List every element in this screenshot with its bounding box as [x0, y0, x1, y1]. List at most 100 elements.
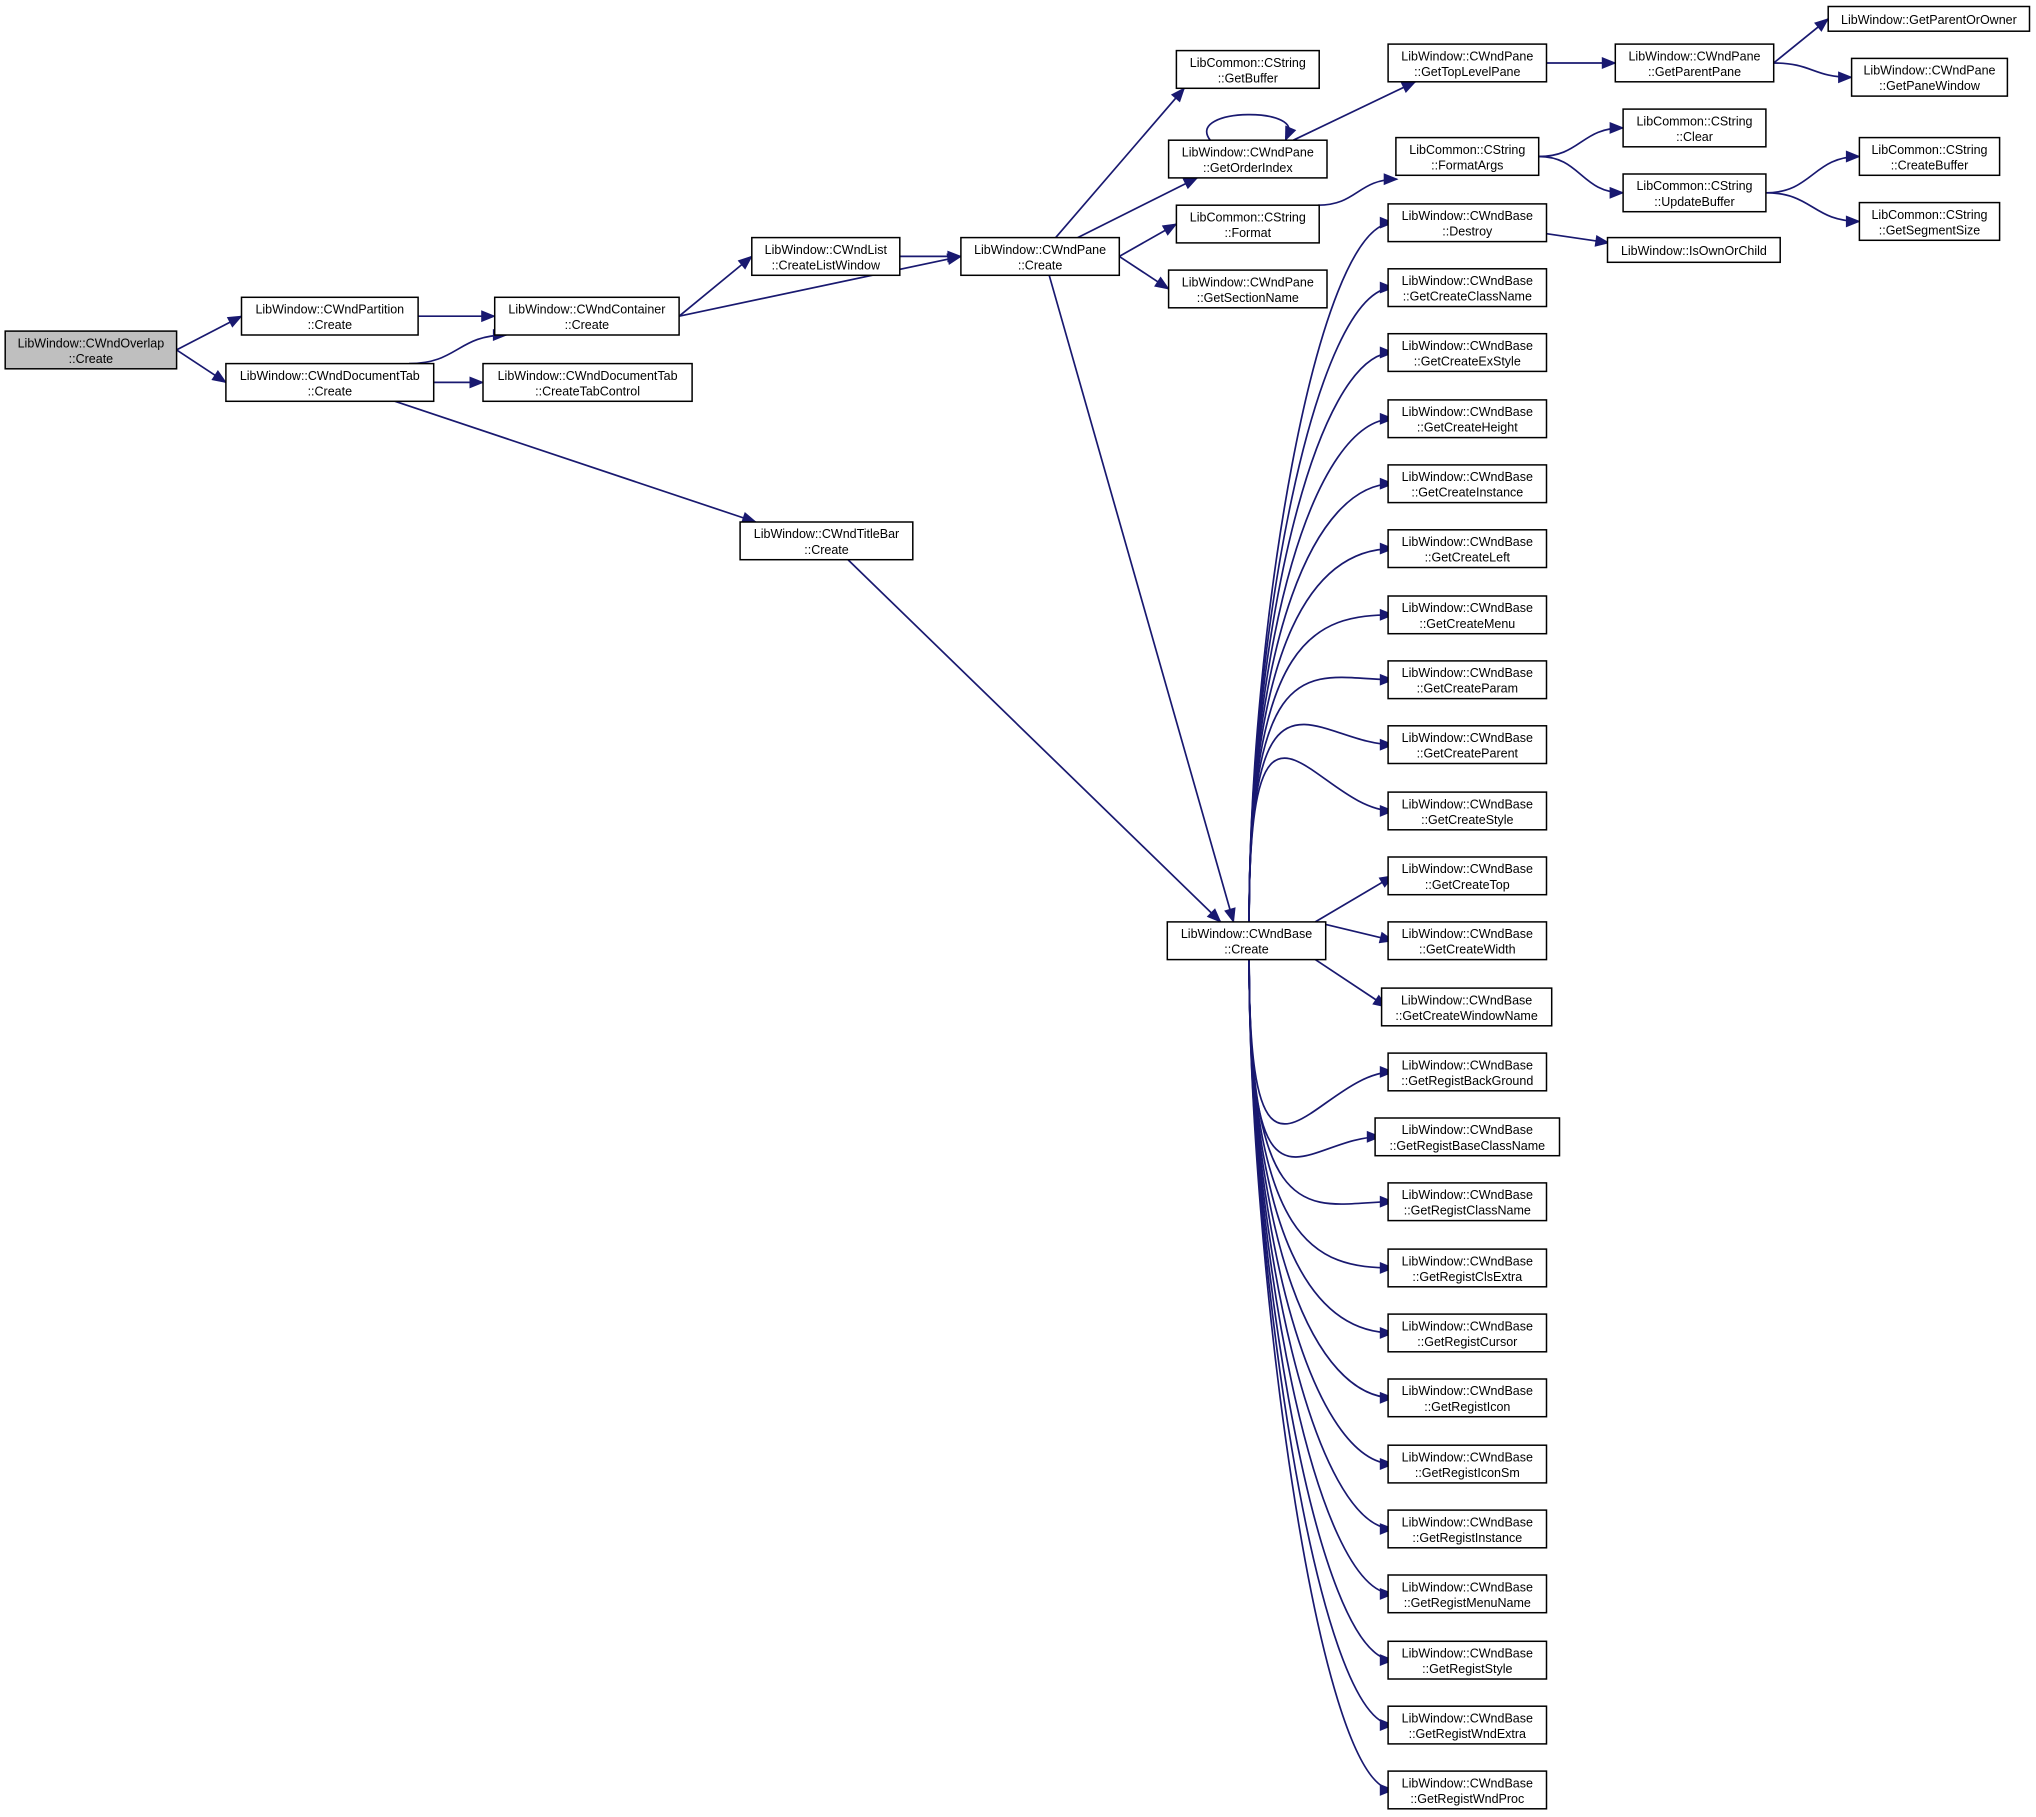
- node-cstring-createbuffer[interactable]: LibCommon::CString::CreateBuffer: [1858, 136, 2001, 177]
- node-cstring-getbuffer[interactable]: LibCommon::CString::GetBuffer: [1175, 49, 1320, 90]
- edge-base_create-to-b_GetCreateExStyle: [1248, 346, 1395, 922]
- node-pane-getpanewindow[interactable]: LibWindow::CWndPane::GetPaneWindow: [1850, 57, 2009, 97]
- node-label-line2: ::Create: [1224, 943, 1269, 957]
- node-box: [1387, 399, 1548, 439]
- node-b-GetCreateStyle[interactable]: LibWindow::CWndBase::GetCreateStyle: [1387, 791, 1548, 831]
- node-b-GetRegistClsExtra[interactable]: LibWindow::CWndBase::GetRegistClsExtra: [1387, 1248, 1548, 1288]
- node-b-GetCreateClassName[interactable]: LibWindow::CWndBase::GetCreateClassName: [1387, 268, 1548, 308]
- node-label-line2: ::GetRegistCursor: [1417, 1335, 1517, 1349]
- edge-base_create-to-b_GetCreateExStyle-line: [1248, 351, 1394, 922]
- node-b-GetRegistClassName[interactable]: LibWindow::CWndBase::GetRegistClassName: [1387, 1182, 1548, 1222]
- node-b-GetCreateLeft[interactable]: LibWindow::CWndBase::GetCreateLeft: [1387, 529, 1548, 569]
- node-box: [1387, 660, 1548, 700]
- edge-list_createlist-to-pane_create-arrow-icon: [947, 250, 963, 263]
- node-b-GetRegistIconSm[interactable]: LibWindow::CWndBase::GetRegistIconSm: [1387, 1444, 1548, 1484]
- node-b-GetRegistWndExtra[interactable]: LibWindow::CWndBase::GetRegistWndExtra: [1387, 1705, 1548, 1745]
- node-b-GetCreateParam[interactable]: LibWindow::CWndBase::GetCreateParam: [1387, 660, 1548, 700]
- node-b-GetRegistIcon[interactable]: LibWindow::CWndBase::GetRegistIcon: [1387, 1378, 1548, 1418]
- edge-base_create-to-base_destroy-line: [1248, 221, 1394, 922]
- node-container-create[interactable]: LibWindow::CWndContainer::Create: [493, 296, 680, 336]
- node-doctab-createtab[interactable]: LibWindow::CWndDocumentTab::CreateTabCon…: [482, 362, 693, 403]
- node-base-create[interactable]: LibWindow::CWndBase::Create: [1166, 921, 1327, 961]
- edge-overlap_create-to-doctab_create-arrow-icon: [211, 370, 228, 384]
- node-getparentorowner[interactable]: LibWindow::GetParentOrOwner: [1827, 5, 2031, 32]
- node-label-line1: LibCommon::CString: [1636, 179, 1752, 193]
- node-label-line2: ::GetOrderIndex: [1203, 161, 1293, 175]
- node-label-line1: LibWindow::CWndOverlap: [18, 336, 165, 350]
- node-label-line1: LibCommon::CString: [1871, 208, 1987, 222]
- node-pane-getsectionname[interactable]: LibWindow::CWndPane::GetSectionName: [1167, 269, 1328, 309]
- node-b-GetRegistBackGround[interactable]: LibWindow::CWndBase::GetRegistBackGround: [1387, 1052, 1548, 1092]
- node-b-GetCreateWidth[interactable]: LibWindow::CWndBase::GetCreateWidth: [1387, 921, 1548, 961]
- edge-base_create-to-b_GetCreateStyle-line: [1248, 757, 1394, 922]
- edge-pane_getparentpane-to-getparentorowner-arrow-icon: [1814, 17, 1830, 32]
- node-label-line1: LibWindow::CWndBase: [1402, 1647, 1533, 1661]
- node-b-GetRegistBaseClassName[interactable]: LibWindow::CWndBase::GetRegistBaseClassN…: [1374, 1117, 1561, 1157]
- edge-overlap_create-to-partition_create: [176, 315, 243, 351]
- node-box: [1858, 201, 2001, 242]
- edge-base_create-to-b_GetRegistBackGround-line: [1248, 959, 1394, 1125]
- node-pane-create[interactable]: LibWindow::CWndPane::Create: [960, 236, 1121, 277]
- node-label-line1: LibWindow::CWndTitleBar: [754, 527, 899, 541]
- node-cstring-format[interactable]: LibCommon::CString::Format: [1175, 204, 1320, 244]
- node-box: [1858, 136, 2001, 177]
- node-b-GetRegistMenuName[interactable]: LibWindow::CWndBase::GetRegistMenuName: [1387, 1574, 1548, 1614]
- node-b-GetCreateWindowName[interactable]: LibWindow::CWndBase::GetCreateWindowName: [1380, 987, 1553, 1027]
- node-label-line2: ::GetCreateWindowName: [1395, 1009, 1537, 1023]
- node-isownorchild[interactable]: LibWindow::IsOwnOrChild: [1606, 236, 1781, 264]
- node-label-line2: ::GetParentPane: [1648, 65, 1741, 79]
- node-b-GetCreateMenu[interactable]: LibWindow::CWndBase::GetCreateMenu: [1387, 595, 1548, 635]
- node-b-GetRegistStyle[interactable]: LibWindow::CWndBase::GetRegistStyle: [1387, 1640, 1548, 1680]
- node-b-GetRegistWndProc[interactable]: LibWindow::CWndBase::GetRegistWndProc: [1387, 1770, 1548, 1810]
- node-base-destroy[interactable]: LibWindow::CWndBase::Destroy: [1387, 203, 1548, 243]
- node-box: [1387, 1313, 1548, 1353]
- node-b-GetCreateParent[interactable]: LibWindow::CWndBase::GetCreateParent: [1387, 725, 1548, 765]
- edge-base_create-to-b_GetRegistStyle-arrow-icon: [1379, 1654, 1395, 1667]
- node-pane-gettoplevelpane[interactable]: LibWindow::CWndPane::GetTopLevelPane: [1387, 43, 1548, 83]
- edge-pane_getorderindex-to-pane_gettoplevelpane: [1292, 81, 1417, 141]
- node-b-GetCreateExStyle[interactable]: LibWindow::CWndBase::GetCreateExStyle: [1387, 332, 1548, 373]
- edge-base_create-to-b_GetCreateParent-arrow-icon: [1379, 738, 1395, 751]
- node-box: [1387, 529, 1548, 569]
- node-label-line2: ::GetSegmentSize: [1879, 223, 1980, 237]
- node-label-line1: LibWindow::CWndBase: [1181, 927, 1312, 941]
- node-box: [1850, 57, 2009, 97]
- edge-base_create-to-b_GetCreateParam-arrow-icon: [1379, 673, 1395, 686]
- edge-base_create-to-b_GetCreateParent-line: [1248, 723, 1394, 922]
- node-label-line1: LibWindow::CWndBase: [1402, 274, 1533, 288]
- node-overlap-create[interactable]: LibWindow::CWndOverlap::Create: [4, 330, 178, 370]
- node-pane-getorderindex[interactable]: LibWindow::CWndPane::GetOrderIndex: [1167, 139, 1328, 179]
- node-box: [1387, 791, 1548, 831]
- node-box: [493, 296, 680, 336]
- node-box: [1387, 268, 1548, 308]
- node-pane-getparentpane[interactable]: LibWindow::CWndPane::GetParentPane: [1614, 43, 1775, 83]
- node-cstring-updatebuffer[interactable]: LibCommon::CString::UpdateBuffer: [1622, 173, 1767, 213]
- edge-base_create-to-b_GetRegistWndProc: [1248, 959, 1395, 1796]
- node-box: [1175, 204, 1320, 244]
- node-b-GetRegistInstance[interactable]: LibWindow::CWndBase::GetRegistInstance: [1387, 1509, 1548, 1549]
- edge-partition_create-to-container_create-arrow-icon: [481, 310, 497, 323]
- node-label-line1: LibWindow::CWndBase: [1401, 993, 1532, 1007]
- node-label-line1: LibWindow::CWndBase: [1402, 339, 1533, 353]
- node-titlebar-create[interactable]: LibWindow::CWndTitleBar::Create: [739, 521, 914, 561]
- node-partition-create[interactable]: LibWindow::CWndPartition::Create: [240, 296, 419, 336]
- edge-pane_create-to-base_create-line: [1048, 275, 1235, 923]
- node-doctab-create[interactable]: LibWindow::CWndDocumentTab::Create: [225, 362, 435, 403]
- node-cstring-getsegmentsize[interactable]: LibCommon::CString::GetSegmentSize: [1858, 201, 2001, 242]
- edge-pane_getorderindex-to-pane_gettoplevelpane-arrow-icon: [1400, 81, 1417, 93]
- node-box: [1387, 1574, 1548, 1614]
- node-cstring-clear[interactable]: LibCommon::CString::Clear: [1622, 108, 1767, 148]
- node-box: [1387, 1378, 1548, 1418]
- node-b-GetRegistCursor[interactable]: LibWindow::CWndBase::GetRegistCursor: [1387, 1313, 1548, 1353]
- node-label-line2: ::GetSectionName: [1197, 291, 1299, 305]
- node-b-GetCreateInstance[interactable]: LibWindow::CWndBase::GetCreateInstance: [1387, 464, 1548, 504]
- node-box: [1380, 987, 1553, 1027]
- edge-base_create-to-b_GetCreateWidth: [1315, 921, 1395, 944]
- edge-cstring_formatargs-to-cstring_updatebuffer: [1538, 155, 1625, 199]
- node-cstring-formatargs[interactable]: LibCommon::CString::FormatArgs: [1395, 136, 1540, 177]
- node-b-GetCreateHeight[interactable]: LibWindow::CWndBase::GetCreateHeight: [1387, 399, 1548, 439]
- node-b-GetCreateTop[interactable]: LibWindow::CWndBase::GetCreateTop: [1387, 856, 1548, 896]
- node-list-createlist[interactable]: LibWindow::CWndList::CreateListWindow: [751, 236, 901, 277]
- node-box: [1387, 43, 1548, 83]
- node-label-line1: LibCommon::CString: [1409, 143, 1525, 157]
